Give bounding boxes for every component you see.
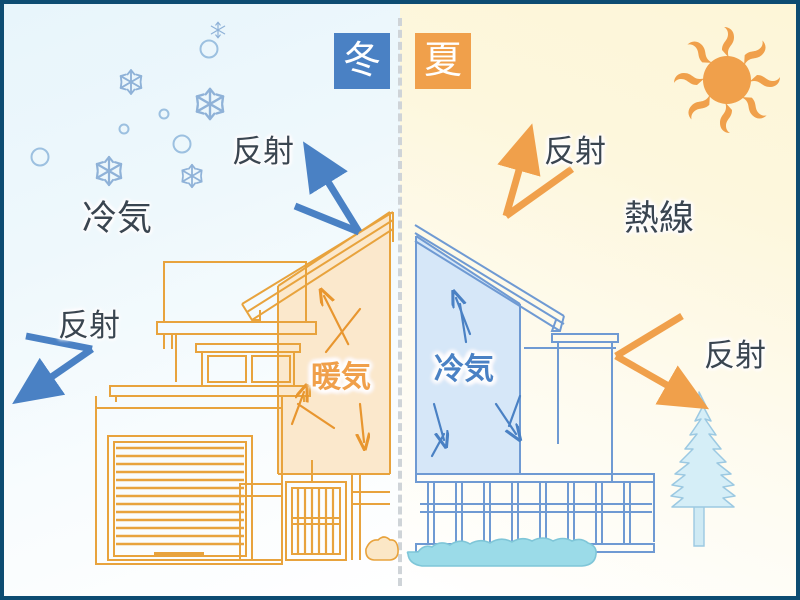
house-illustration [12, 21, 780, 567]
label-summer-heat-ray: 熱線 [624, 199, 695, 238]
label-summer-wall-reflection: 反射 [704, 338, 766, 373]
label-winter-roof-reflection: 反射 [232, 134, 294, 169]
summer-airflow-arrows [430, 298, 520, 458]
shrub-icon [365, 536, 399, 561]
snowflake-icon [95, 21, 226, 189]
winter-house-lines [95, 211, 394, 565]
label-summer-roof-reflection: 反射 [544, 134, 606, 169]
circle-outline-icon [30, 39, 219, 167]
summer-interior-fill [416, 236, 520, 474]
sun-icon [674, 27, 780, 133]
season-divider [398, 18, 402, 586]
summer-wall-reflect-arrow [614, 313, 710, 410]
winter-airflow-arrows [290, 293, 364, 442]
label-winter-outside-cold-air: 冷気 [82, 199, 153, 238]
hedge-icon [406, 537, 597, 567]
winter-roof-reflect-arrow [293, 141, 362, 236]
conifer-tree-icon [670, 391, 736, 547]
winter-wall-reflect-arrow [12, 332, 94, 405]
summer-house-lines [414, 224, 655, 553]
season-badge-winter[interactable]: 冬 [334, 33, 390, 89]
label-winter-indoor-warm-air: 暖気 [311, 361, 371, 394]
summer-roof-reflect-arrow [497, 123, 575, 219]
label-summer-indoor-cold-air: 冷気 [434, 353, 494, 386]
season-badge-summer[interactable]: 夏 [415, 33, 471, 89]
label-winter-wall-reflection: 反射 [58, 308, 120, 343]
